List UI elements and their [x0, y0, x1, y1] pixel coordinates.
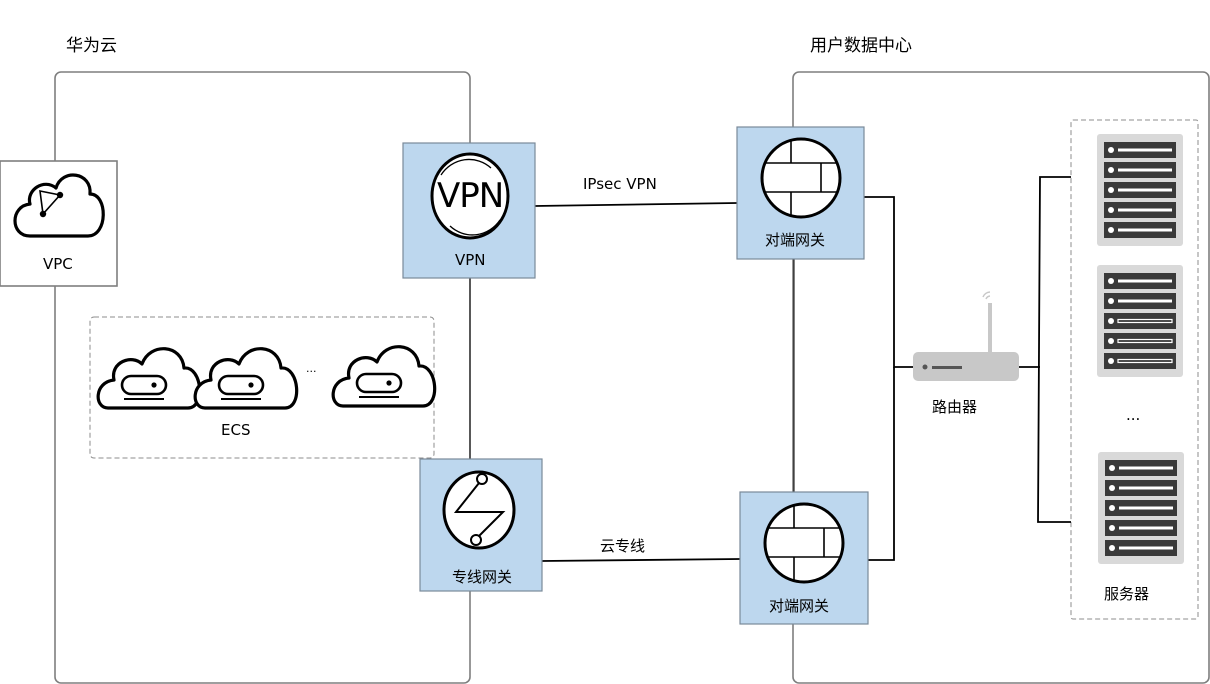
- vpn-label: VPN: [455, 251, 486, 269]
- server-group-frame: [1070, 119, 1199, 620]
- cloud-region-title: 华为云: [66, 36, 117, 56]
- peer-bottom-to-router-link: [868, 367, 895, 561]
- vpc-cloud-icon: [13, 173, 105, 238]
- server-rack-icon: [1098, 452, 1184, 564]
- peer-gateway-top-label: 对端网关: [765, 231, 826, 249]
- ipsec-vpn-label: IPsec VPN: [583, 175, 657, 193]
- datacenter-region-title: 用户数据中心: [810, 36, 912, 56]
- server-rack-icon: [1097, 134, 1183, 246]
- ecs-ellipsis: ...: [306, 362, 317, 375]
- dc-gateway-label: 专线网关: [452, 568, 513, 586]
- datacenter-region-frame: [792, 71, 1210, 684]
- direct-connect-link: [541, 558, 741, 562]
- peer-top-to-router-link: [864, 196, 913, 368]
- vpc-node: [0, 160, 118, 287]
- vpn-icon-text: VPN: [437, 176, 504, 216]
- servers-ellipsis: ...: [1126, 406, 1141, 424]
- router-label: 路由器: [932, 398, 978, 416]
- servers-label: 服务器: [1104, 585, 1150, 603]
- vpn-node: [402, 142, 536, 279]
- server-rack-icon: [1097, 265, 1183, 377]
- switch-bus: [1037, 176, 1071, 523]
- peer-gateway-top-node: [736, 126, 865, 260]
- peer-gateway-bottom-node: [739, 491, 869, 625]
- dc-gateway-node: [419, 458, 543, 592]
- ecs-label: ECS: [221, 421, 251, 439]
- ipsec-vpn-link: [534, 202, 738, 207]
- router-icon: [913, 291, 1019, 381]
- direct-connect-label: 云专线: [600, 537, 646, 555]
- peer-gateway-bottom-label: 对端网关: [769, 597, 830, 615]
- vpc-label: VPC: [43, 255, 73, 273]
